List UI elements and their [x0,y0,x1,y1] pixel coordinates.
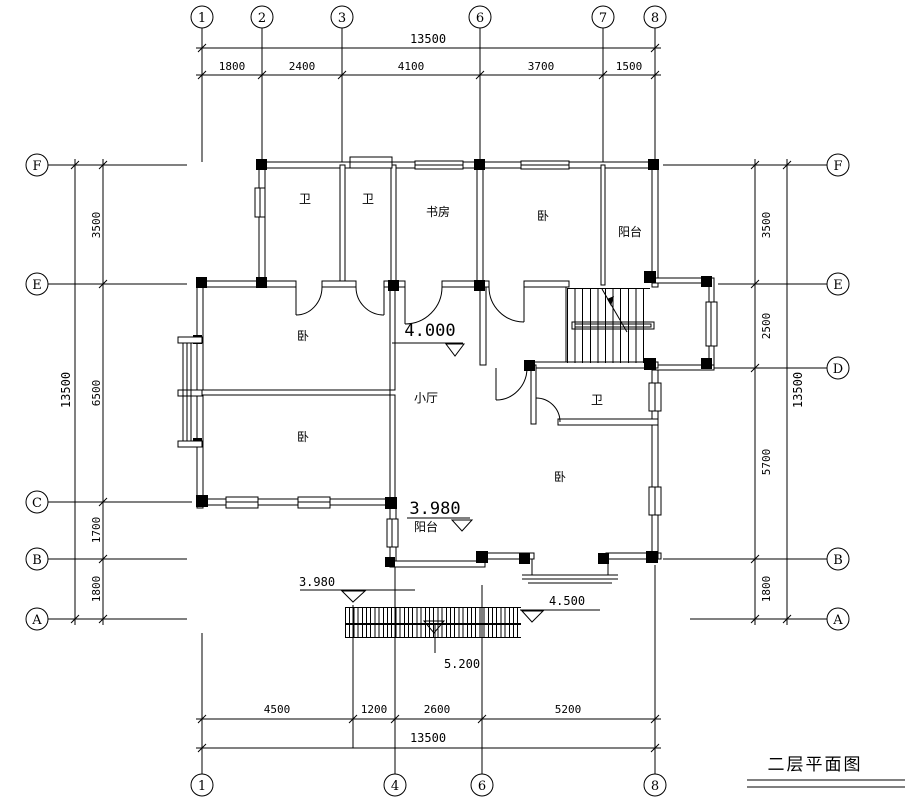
dim-right-1: 3500 [760,212,773,239]
bubble-bottom-4: 4 [391,779,399,794]
bubble-top-3: 3 [338,11,346,26]
bubble-top-7: 7 [599,11,607,26]
bubble-top-8: 8 [651,11,659,26]
elevation-terrace-left: 3.980 [299,575,335,589]
elevation-terrace-right-triangle [520,610,545,623]
dim-bottom-2: 1200 [361,703,388,716]
dim-bottom-3: 2600 [424,703,451,716]
bubble-bottom-8: 8 [651,779,659,794]
elevation-terrace-left-triangle [340,590,367,603]
bubble-left-E: E [32,278,42,293]
dim-left-2: 6500 [90,380,103,407]
terrace-step-lower [345,624,521,638]
bubble-right-E: E [833,278,843,293]
dim-bottom-total: 13500 [410,731,446,745]
room-bath3: 卫 [591,393,603,407]
room-bed-top: 卧 [537,209,549,223]
dim-left-1: 3500 [90,212,103,239]
bubble-bottom-6: 6 [478,779,486,794]
dim-bottom-1: 4500 [264,703,291,716]
elevation-balcony: 3.980 [409,499,460,519]
dim-top-4: 3700 [528,60,555,73]
windows-layer [177,156,718,584]
bubble-right-B: B [833,553,843,568]
bubble-right-F: F [833,159,842,174]
staircase [567,288,650,363]
dim-top-5: 1500 [616,60,643,73]
title-block: 二层平面图 [747,755,905,788]
columns-layer [193,159,712,567]
dimension-text: 13500 1800 2400 4100 3700 1500 4500 1200… [59,32,805,745]
room-hall: 小厅 [414,391,438,405]
room-balcony-top: 阳台 [618,224,642,239]
doors-layer [295,286,561,423]
bubble-left-F: F [32,159,41,174]
dimension-lines [70,43,792,753]
dim-top-3: 4100 [398,60,425,73]
bubble-left-B: B [32,553,42,568]
elevation-hall-triangle [445,343,465,357]
dim-right-2: 2500 [760,313,773,340]
dim-left-4: 1800 [90,576,103,603]
room-bath2: 卫 [362,192,374,206]
room-labels: 卫 卫 书房 卧 阳台 卧 卧 小厅 卫 卧 阳台 [297,192,642,534]
bubble-top-6: 6 [476,11,484,26]
bubble-top-2: 2 [258,11,266,26]
grid-lines [48,28,827,774]
bubble-right-D: D [833,362,843,377]
dim-top-1: 1800 [219,60,246,73]
grid-bubbles: 1 2 3 6 7 8 1 4 6 8 F E C B A F E D B A [25,5,850,797]
drawing-title: 二层平面图 [768,755,863,775]
dim-top-2: 2400 [289,60,316,73]
room-bed-master: 卧 [554,470,566,484]
elevation-balcony-triangle [450,519,474,532]
bubble-left-C: C [32,496,42,511]
terrace-step-upper [345,607,521,624]
bubble-top-1: 1 [198,11,206,26]
room-bath1: 卫 [299,192,311,206]
room-bed-left-lower: 卧 [297,430,309,444]
dim-right-total: 13500 [791,372,805,408]
dim-right-4: 1800 [760,576,773,603]
elevation-terrace-right: 4.500 [549,594,585,608]
dim-right-3: 5700 [760,449,773,476]
bubble-left-A: A [31,613,42,628]
dim-left-3: 1700 [90,517,103,544]
dim-bottom-4: 5200 [555,703,582,716]
elevation-terrace-bottom: 5.200 [444,657,480,671]
elevation-hall: 4.000 [404,321,455,341]
room-bed-left-upper: 卧 [297,329,309,343]
dim-top-total: 13500 [410,32,446,46]
bubble-right-A: A [832,613,843,628]
dim-left-total: 13500 [59,372,73,408]
room-study: 书房 [426,204,450,219]
bubble-bottom-1: 1 [198,779,206,794]
room-balcony-bottom: 阳台 [414,519,438,534]
